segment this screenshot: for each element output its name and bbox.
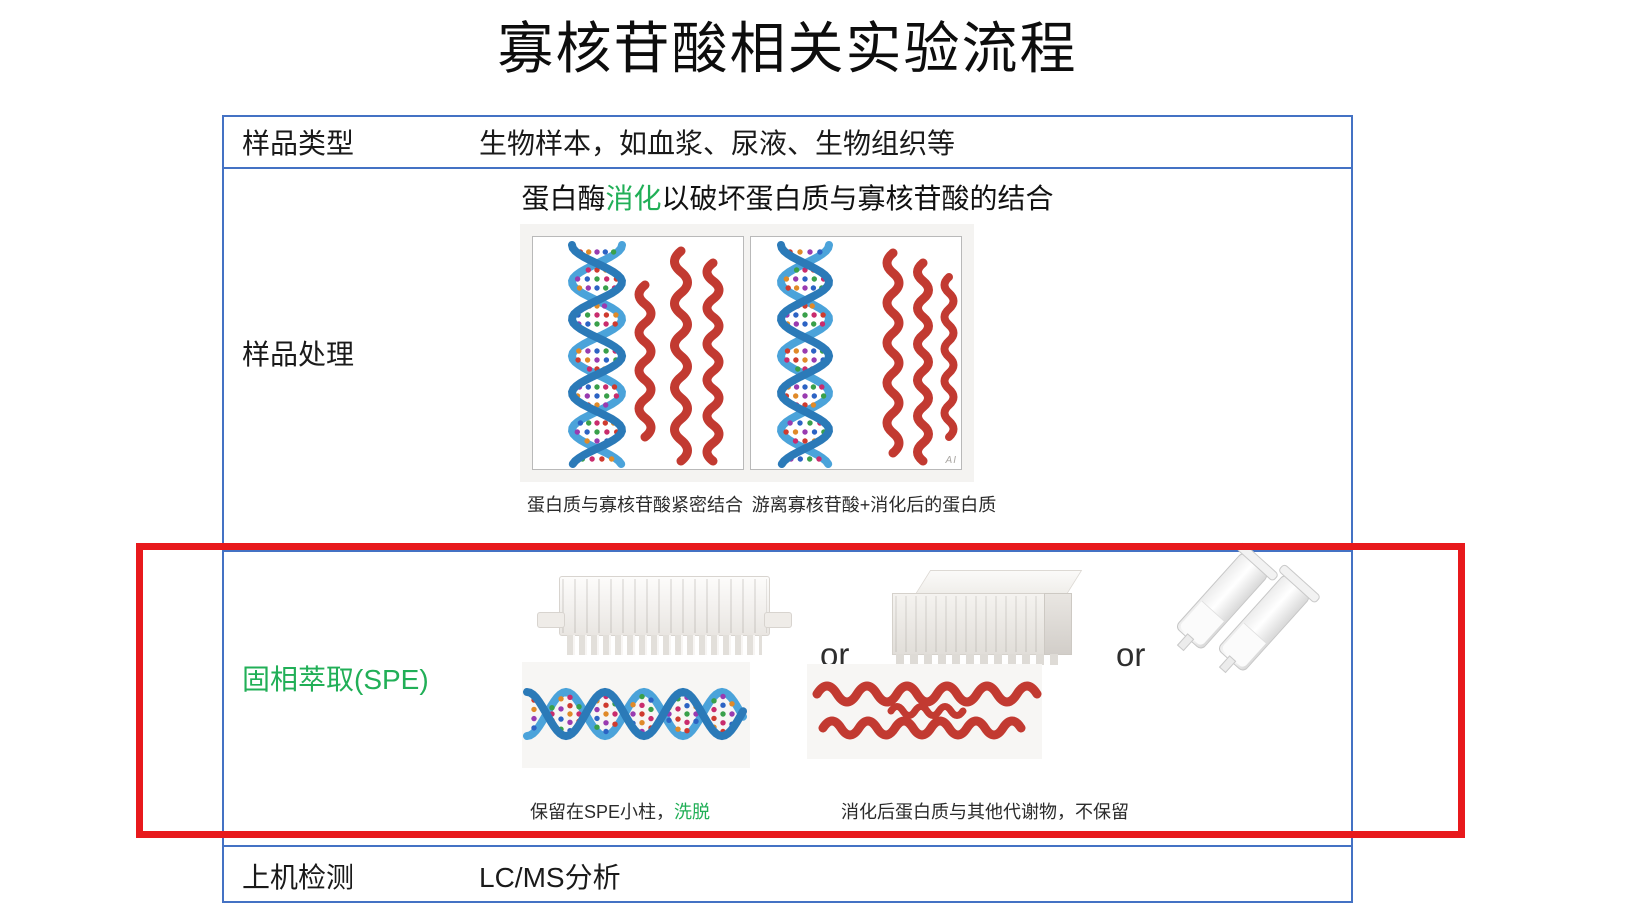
cartridge-flange — [1235, 541, 1280, 583]
cartridge-tip — [1176, 633, 1195, 652]
digested-protein-illustration — [807, 664, 1042, 759]
plate2-side-face — [1044, 593, 1072, 655]
digestion-heading-suffix: 以破坏蛋白质与寡核苷酸的结合 — [661, 183, 1054, 214]
row-detection: 上机检测 LC/MS分析 — [224, 847, 1351, 905]
sample-type-value: 生物样本，如血浆、尿液、生物组织等 — [479, 128, 956, 159]
plate-flange-left — [537, 612, 565, 628]
page-title: 寡核苷酸相关实验流程 — [497, 17, 1078, 80]
protein-coils — [812, 681, 1042, 740]
caption-free: 游离寡核苷酸+消化后的蛋白质 — [751, 495, 997, 515]
digestion-heading-prefix: 蛋白酶 — [521, 183, 606, 214]
plate2-front-face — [892, 593, 1046, 655]
dna-protein-free-illustration — [776, 241, 958, 468]
digestion-heading: 蛋白酶消化以破坏蛋白质与寡核苷酸的结合 — [224, 177, 1351, 217]
cartridge-tip — [1218, 655, 1237, 674]
panel-dna-protein-bound — [532, 236, 744, 470]
horizontal-dna-helix — [523, 687, 747, 741]
spe-label: 固相萃取(SPE) — [242, 664, 429, 695]
sample-type-label: 样品类型 — [242, 128, 355, 159]
or-label-2: or — [1116, 636, 1146, 673]
detection-value: LC/MS分析 — [479, 862, 621, 893]
spe-cartridges-image — [1162, 538, 1332, 688]
ai-watermark: AI — [945, 455, 957, 466]
panel-dna-protein-free: AI — [750, 236, 962, 470]
plate-body — [559, 576, 770, 636]
caption-retain: 保留在SPE小柱，洗脱 — [470, 798, 770, 824]
sample-prep-label: 样品处理 — [242, 339, 355, 370]
plate-flange-right — [764, 612, 792, 628]
digestion-heading-highlight: 消化 — [605, 183, 662, 214]
dna-protein-panels: AI — [520, 224, 974, 482]
spe-96-tip-plate-image — [537, 562, 792, 674]
detection-label: 上机检测 — [242, 862, 355, 893]
caption-retain-prefix: 保留在SPE小柱， — [529, 802, 675, 822]
plate-tips — [567, 635, 762, 655]
caption-bound: 蛋白质与寡核苷酸紧密结合 — [527, 495, 743, 515]
caption-retain-highlight: 洗脱 — [674, 802, 711, 822]
cartridge-flange — [1277, 563, 1322, 605]
plate2-feet — [896, 654, 1064, 665]
spe-well-plate-image — [892, 570, 1083, 670]
caption-discard: 消化后蛋白质与其他代谢物，不保留 — [841, 802, 1129, 822]
oligonucleotide-retained-illustration — [522, 662, 750, 768]
row-sample-prep: 蛋白酶消化以破坏蛋白质与寡核苷酸的结合 AI 蛋白质与寡核苷酸紧密结合 游离寡核… — [224, 169, 1351, 552]
workflow-table: 样品类型 生物样本，如血浆、尿液、生物组织等 蛋白酶消化以破坏蛋白质与寡核苷酸的… — [222, 115, 1353, 903]
row-sample-type: 样品类型 生物样本，如血浆、尿液、生物组织等 — [224, 117, 1351, 169]
row-spe: 固相萃取(SPE) or or — [224, 541, 1351, 847]
dna-protein-bound-illustration — [567, 241, 724, 468]
